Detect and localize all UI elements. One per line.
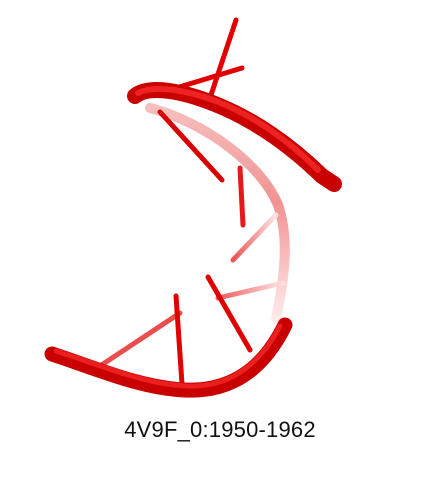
- base-stick: [230, 212, 279, 263]
- base-sticks-top: [157, 17, 245, 183]
- base-sticks-back: [97, 165, 286, 369]
- base-stick: [173, 293, 185, 387]
- base-stick: [173, 65, 245, 91]
- base-stick: [237, 165, 246, 228]
- base-stick: [97, 310, 183, 369]
- base-stick: [215, 280, 286, 301]
- backbone-upper-highlight: [135, 85, 321, 173]
- backbone-back-strand: [145, 103, 290, 323]
- structure-caption: 4V9F_0:1950-1962: [124, 417, 316, 442]
- backbone-lower-highlight: [53, 323, 283, 389]
- base-sticks-front: [173, 274, 253, 387]
- base-stick: [205, 274, 253, 353]
- backbone-upper-strand: [127, 82, 342, 192]
- backbone-lower-strand: [44, 317, 293, 398]
- base-stick: [207, 17, 239, 101]
- base-stick: [157, 109, 225, 183]
